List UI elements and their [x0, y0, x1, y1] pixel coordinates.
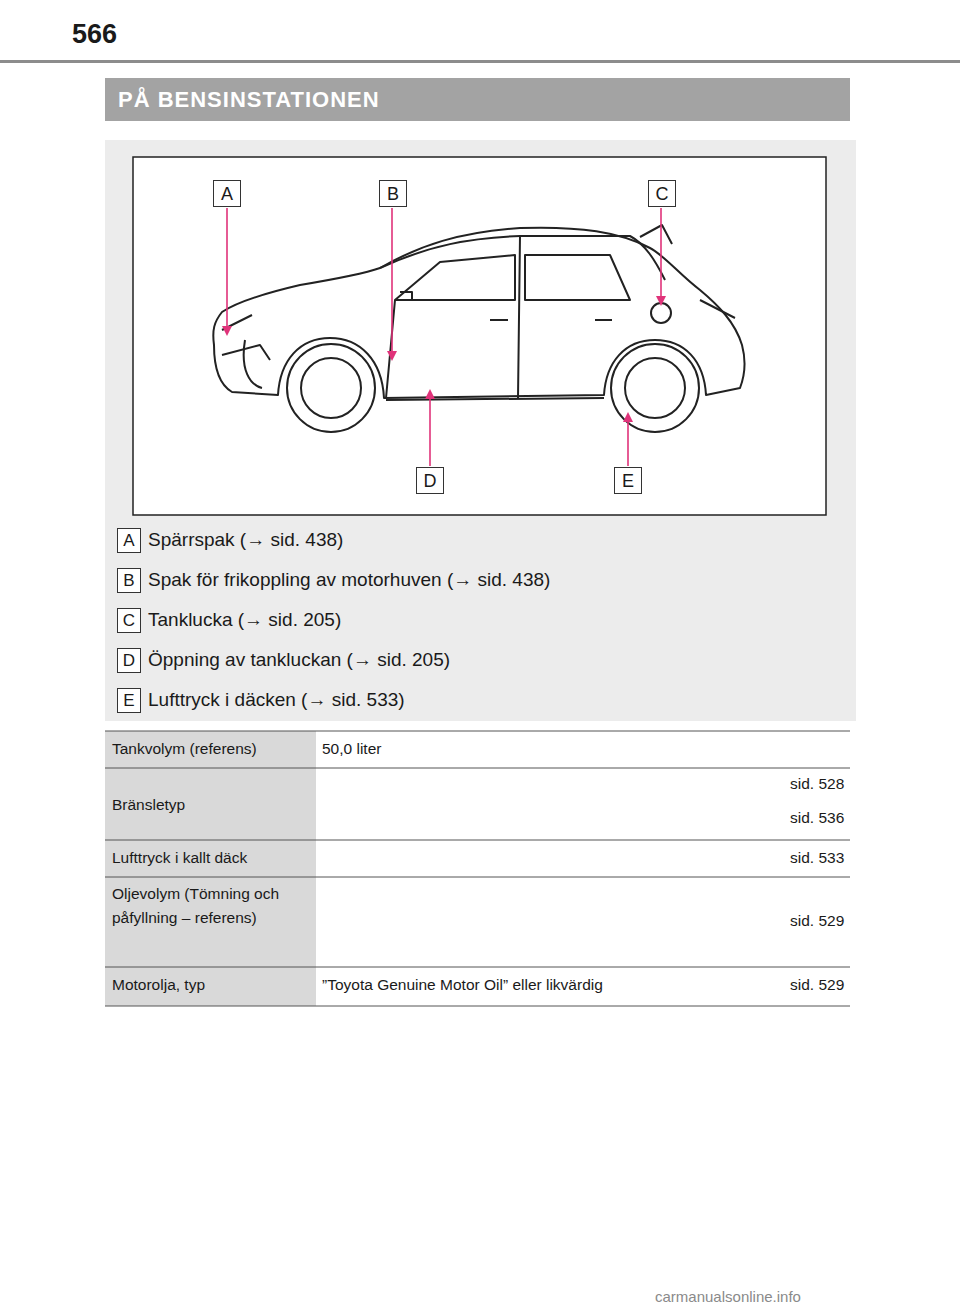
table-value: ”Toyota Genuine Motor Oil” eller likvärd…: [322, 975, 603, 994]
table-rules: [105, 731, 850, 1006]
page-title: PÅ BENSINSTATIONEN: [118, 86, 380, 114]
list-letter: B: [117, 568, 141, 593]
callout-letter: D: [424, 472, 437, 490]
leader-lines: [227, 208, 661, 466]
list-letter: A: [117, 528, 141, 553]
table-header: Tankvolym (referens): [112, 739, 257, 758]
callout-box: A: [213, 180, 241, 207]
callout-box: E: [614, 467, 642, 494]
list-item: Spärrspak (→ sid. 438): [148, 528, 343, 552]
callout-letter: C: [656, 185, 669, 203]
watermark: carmanualsonline.info: [655, 1288, 801, 1307]
list-item: Spak för frikoppling av motorhuven (→ si…: [148, 568, 550, 592]
table-ref: sid. 533: [790, 848, 844, 867]
table-ref: sid. 528: [790, 774, 844, 793]
callout-box: D: [416, 467, 444, 494]
leader-heads: [222, 296, 666, 422]
table-header: Lufttryck i kallt däck: [112, 848, 247, 867]
callout-box: C: [648, 180, 676, 207]
list-letter: E: [117, 688, 141, 713]
table-header: Oljevolym (Tömning och påfyllning – refe…: [112, 882, 302, 930]
figure-frame: [133, 157, 826, 515]
list-item: Öppning av tankluckan (→ sid. 205): [148, 648, 450, 672]
table-ref: sid. 536: [790, 808, 844, 827]
list-letter: C: [117, 608, 141, 633]
callout-letter: A: [221, 185, 233, 203]
table-ref: sid. 529: [790, 975, 844, 994]
table-header: Motorolja, typ: [112, 975, 205, 994]
table-header: Bränsletyp: [112, 795, 185, 814]
list-item: Tanklucka (→ sid. 205): [148, 608, 341, 632]
table-value: 50,0 liter: [322, 739, 381, 758]
list-item: Lufttryck i däcken (→ sid. 533): [148, 688, 405, 712]
header-rule: [0, 60, 960, 63]
table-column: [105, 731, 316, 1006]
page-number: 566: [72, 18, 117, 52]
list-letter: D: [117, 648, 141, 673]
callout-letter: B: [387, 185, 399, 203]
wheels: [287, 344, 699, 432]
table-ref: sid. 529: [790, 911, 844, 930]
callout-box: B: [379, 180, 407, 207]
callout-letter: E: [622, 472, 634, 490]
